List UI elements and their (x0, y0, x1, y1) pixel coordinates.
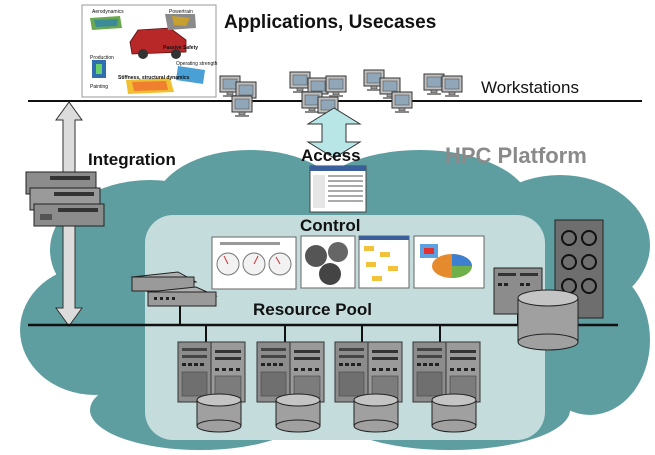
usecase-passive-safety-label: Passive Safety (163, 45, 198, 51)
usecase-stiffness-label: Stiffness, structural dynamics (118, 75, 190, 81)
applications-image (81, 4, 217, 98)
control-flowchart-screenshot (358, 235, 410, 289)
storage-disk-icon (196, 393, 242, 433)
usecase-powertrain-label: Powertrain (169, 9, 193, 15)
resource-pool-label: Resource Pool (253, 300, 373, 319)
control-gears-screenshot (300, 235, 356, 289)
compute-server-icon (177, 341, 246, 403)
usecase-painting-label: Painting (90, 84, 108, 90)
workstation-monitor-icon (441, 75, 463, 98)
access-arrow (306, 107, 362, 159)
control-label: Control (300, 216, 361, 235)
workstation-monitor-icon (289, 71, 311, 94)
usecase-operating-strength-label: Operating strength (176, 61, 218, 67)
access-screenshot (309, 165, 367, 213)
integration-servers (25, 171, 105, 227)
network-switches (130, 271, 218, 307)
workstations-label: Workstations (481, 78, 579, 97)
workstation-monitor-icon (391, 91, 413, 114)
storage-disk-icon (353, 393, 399, 433)
access-label: Access (301, 146, 361, 165)
control-gauges-screenshot (211, 236, 297, 290)
applications-title: Applications, Usecases (224, 12, 437, 33)
workstation-monitor-icon (423, 73, 445, 96)
workstation-group (219, 69, 463, 119)
control-chart-screenshot (413, 235, 485, 289)
usecase-aerodynamics-label: Aerodynamics (92, 9, 124, 15)
integration-label: Integration (88, 150, 176, 169)
compute-server-icon (256, 341, 325, 403)
storage-disk-icon (431, 393, 477, 433)
storage-disk-icon (275, 393, 321, 433)
workstation-monitor-icon (325, 75, 347, 98)
usecase-production-label: Production (90, 55, 114, 61)
compute-server-icon (412, 341, 481, 403)
workstation-monitor-icon (231, 95, 253, 118)
hpc-platform-label: HPC Platform (445, 143, 587, 168)
storage-disk-large (517, 289, 579, 351)
compute-server-icon (334, 341, 403, 403)
